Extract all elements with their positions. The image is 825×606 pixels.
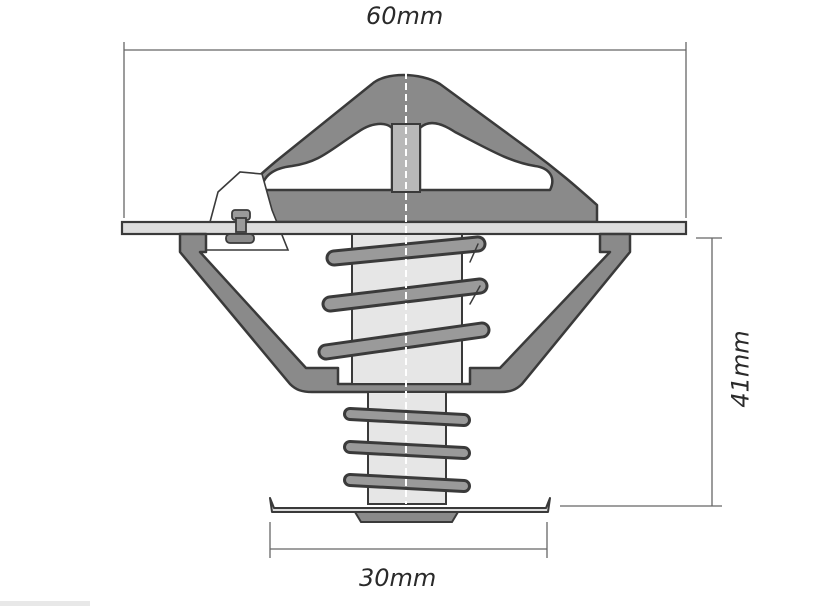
corner-swatch xyxy=(0,601,90,606)
dimension-width-label: 60mm xyxy=(366,2,444,30)
bridge-opening xyxy=(260,122,394,192)
dimension-base-line xyxy=(269,522,548,558)
flange-plate xyxy=(120,220,688,236)
base-plate xyxy=(269,497,551,513)
jiggle-valve xyxy=(225,209,255,244)
dimension-height-label: 41mm xyxy=(726,330,755,408)
dimension-width-line xyxy=(123,42,687,218)
center-post xyxy=(391,123,421,193)
bridge-opening xyxy=(418,121,554,192)
dimension-base-label: 30mm xyxy=(359,564,437,592)
dimension-height-line xyxy=(560,237,722,507)
base-cap xyxy=(353,511,460,523)
